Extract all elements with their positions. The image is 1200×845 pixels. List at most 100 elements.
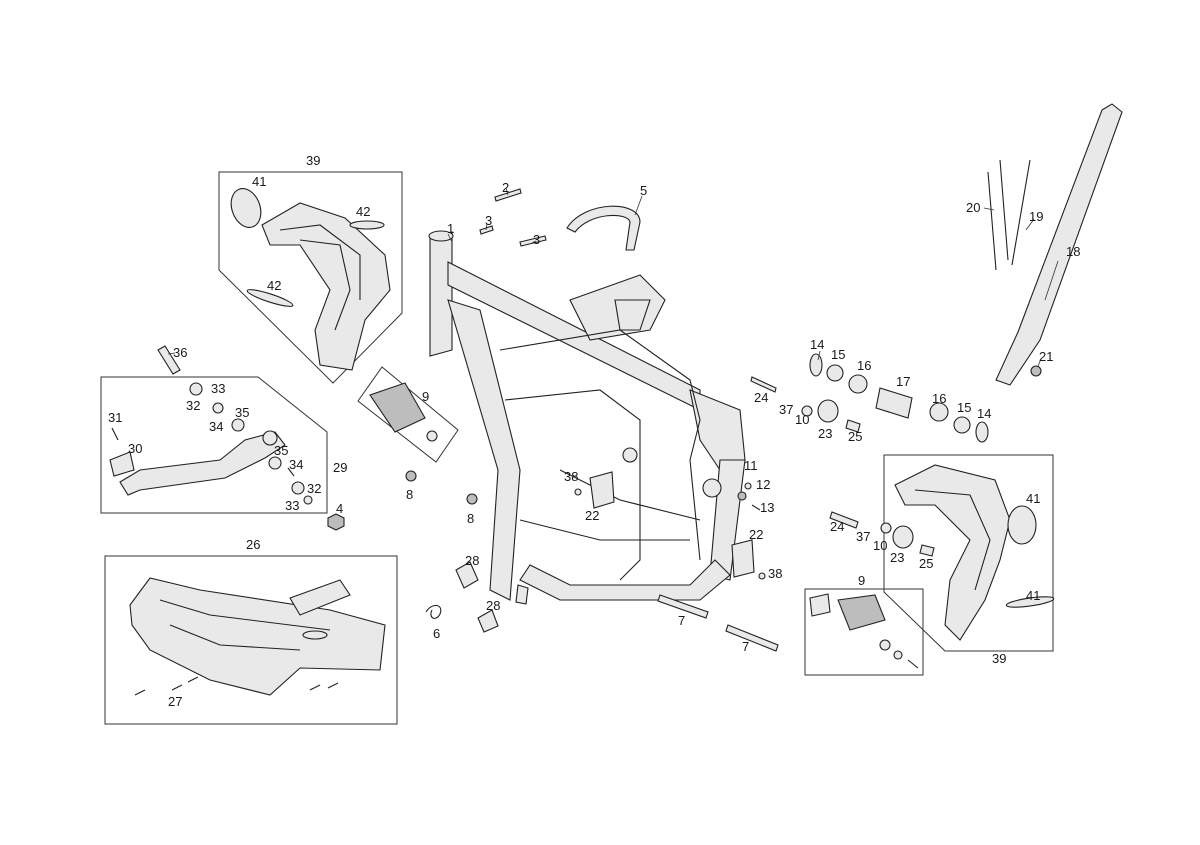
bolt-36 xyxy=(157,345,181,375)
callout-23a: 23 xyxy=(818,426,832,441)
callout-24b: 24 xyxy=(830,519,844,534)
nut-8b xyxy=(466,493,478,505)
callout-29: 29 xyxy=(333,460,347,475)
callout-15b: 15 xyxy=(957,400,971,415)
grab-handle-5 xyxy=(566,205,641,251)
screw-38a xyxy=(574,488,582,496)
bolt-7b xyxy=(725,624,779,652)
callout-37a: 37 xyxy=(779,402,793,417)
side-stand-18 xyxy=(995,103,1123,386)
callout-41b: 41 xyxy=(1026,491,1040,506)
callout-11: 11 xyxy=(744,458,758,473)
callout-8b: 8 xyxy=(467,511,474,526)
callout-39b: 39 xyxy=(992,651,1006,666)
callout-30: 30 xyxy=(128,441,142,456)
callout-13: 13 xyxy=(760,500,774,515)
callout-9b: 9 xyxy=(858,573,865,588)
callout-17: 17 xyxy=(896,374,910,389)
callout-41a: 41 xyxy=(252,174,266,189)
callout-22a: 22 xyxy=(585,508,599,523)
leader-lines xyxy=(167,187,1059,367)
callout-5: 5 xyxy=(640,183,647,198)
callout-36: 36 xyxy=(173,345,187,360)
callout-15a: 15 xyxy=(831,347,845,362)
pin-3a xyxy=(479,225,494,235)
callout-7b: 7 xyxy=(742,639,749,654)
bolt-11 xyxy=(737,491,747,501)
callout-33b: 33 xyxy=(285,498,299,513)
callout-32a: 32 xyxy=(186,398,200,413)
bolt-21 xyxy=(1030,365,1042,377)
callout-25a: 25 xyxy=(848,429,862,444)
bracket-28b xyxy=(477,609,499,633)
callout-37b: 37 xyxy=(856,529,870,544)
callout-34a: 34 xyxy=(209,419,223,434)
callout-25b: 25 xyxy=(919,556,933,571)
callout-33a: 33 xyxy=(211,381,225,396)
callout-38a: 38 xyxy=(564,469,578,484)
callout-42b: 42 xyxy=(267,278,281,293)
callout-12: 12 xyxy=(756,477,770,492)
group-box-9-left xyxy=(357,366,459,463)
group-box-39-left xyxy=(218,171,403,384)
callout-28b: 28 xyxy=(486,598,500,613)
screw-38b xyxy=(758,572,766,580)
callout-27: 27 xyxy=(168,694,182,709)
callout-28a: 28 xyxy=(465,553,479,568)
callout-26: 26 xyxy=(246,537,260,552)
callout-35b: 35 xyxy=(274,443,288,458)
spring-6 xyxy=(425,604,442,619)
pin-13 xyxy=(751,504,761,511)
pivot-stack xyxy=(750,353,989,557)
pin-3b xyxy=(519,235,547,247)
callout-3a: 3 xyxy=(485,213,492,228)
group-box-9-right xyxy=(804,588,924,676)
callout-20: 20 xyxy=(966,200,980,215)
callout-41c: 41 xyxy=(1026,588,1040,603)
callout-21: 21 xyxy=(1039,349,1053,364)
callout-16b: 16 xyxy=(932,391,946,406)
callout-16a: 16 xyxy=(857,358,871,373)
group-box-26 xyxy=(104,555,398,725)
callout-14a: 14 xyxy=(810,337,824,352)
callout-10a: 10 xyxy=(795,412,809,427)
group-box-29 xyxy=(100,376,328,514)
callout-2: 2 xyxy=(502,180,509,195)
callout-19: 19 xyxy=(1029,209,1043,224)
bracket-28a xyxy=(455,561,479,589)
footpeg-9-right xyxy=(809,593,919,669)
callout-38b: 38 xyxy=(768,566,782,581)
callout-7a: 7 xyxy=(678,613,685,628)
washer-12 xyxy=(744,482,752,490)
callout-10b: 10 xyxy=(873,538,887,553)
callout-35a: 35 xyxy=(235,405,249,420)
callout-22b: 22 xyxy=(749,527,763,542)
callout-4: 4 xyxy=(336,501,343,516)
spring-20 xyxy=(987,159,1009,271)
callout-42a: 42 xyxy=(356,204,370,219)
frame-guard-left xyxy=(230,188,391,371)
callout-8a: 8 xyxy=(406,487,413,502)
callout-39a: 39 xyxy=(306,153,320,168)
callout-9a: 9 xyxy=(422,389,429,404)
plate-22a xyxy=(589,471,615,509)
brake-pedal xyxy=(109,382,313,505)
plate-22b xyxy=(731,539,755,578)
callout-34b: 34 xyxy=(289,457,303,472)
callout-24a: 24 xyxy=(754,390,768,405)
footpeg-9-left xyxy=(369,382,438,442)
callout-23b: 23 xyxy=(890,550,904,565)
main-frame xyxy=(428,230,746,605)
nut-8a xyxy=(405,470,417,482)
callout-32b: 32 xyxy=(307,481,321,496)
callout-labels: 1 2 3 3 4 5 6 7 7 8 8 9 9 10 10 11 12 13… xyxy=(108,153,1080,709)
callout-18: 18 xyxy=(1066,244,1080,259)
rod-19 xyxy=(1011,159,1031,266)
callout-31: 31 xyxy=(108,410,122,425)
callout-3b: 3 xyxy=(533,232,540,247)
callout-14b: 14 xyxy=(977,406,991,421)
bolt-7a xyxy=(657,594,709,619)
skid-plate xyxy=(129,577,386,696)
group-box-39-right xyxy=(883,454,1054,652)
